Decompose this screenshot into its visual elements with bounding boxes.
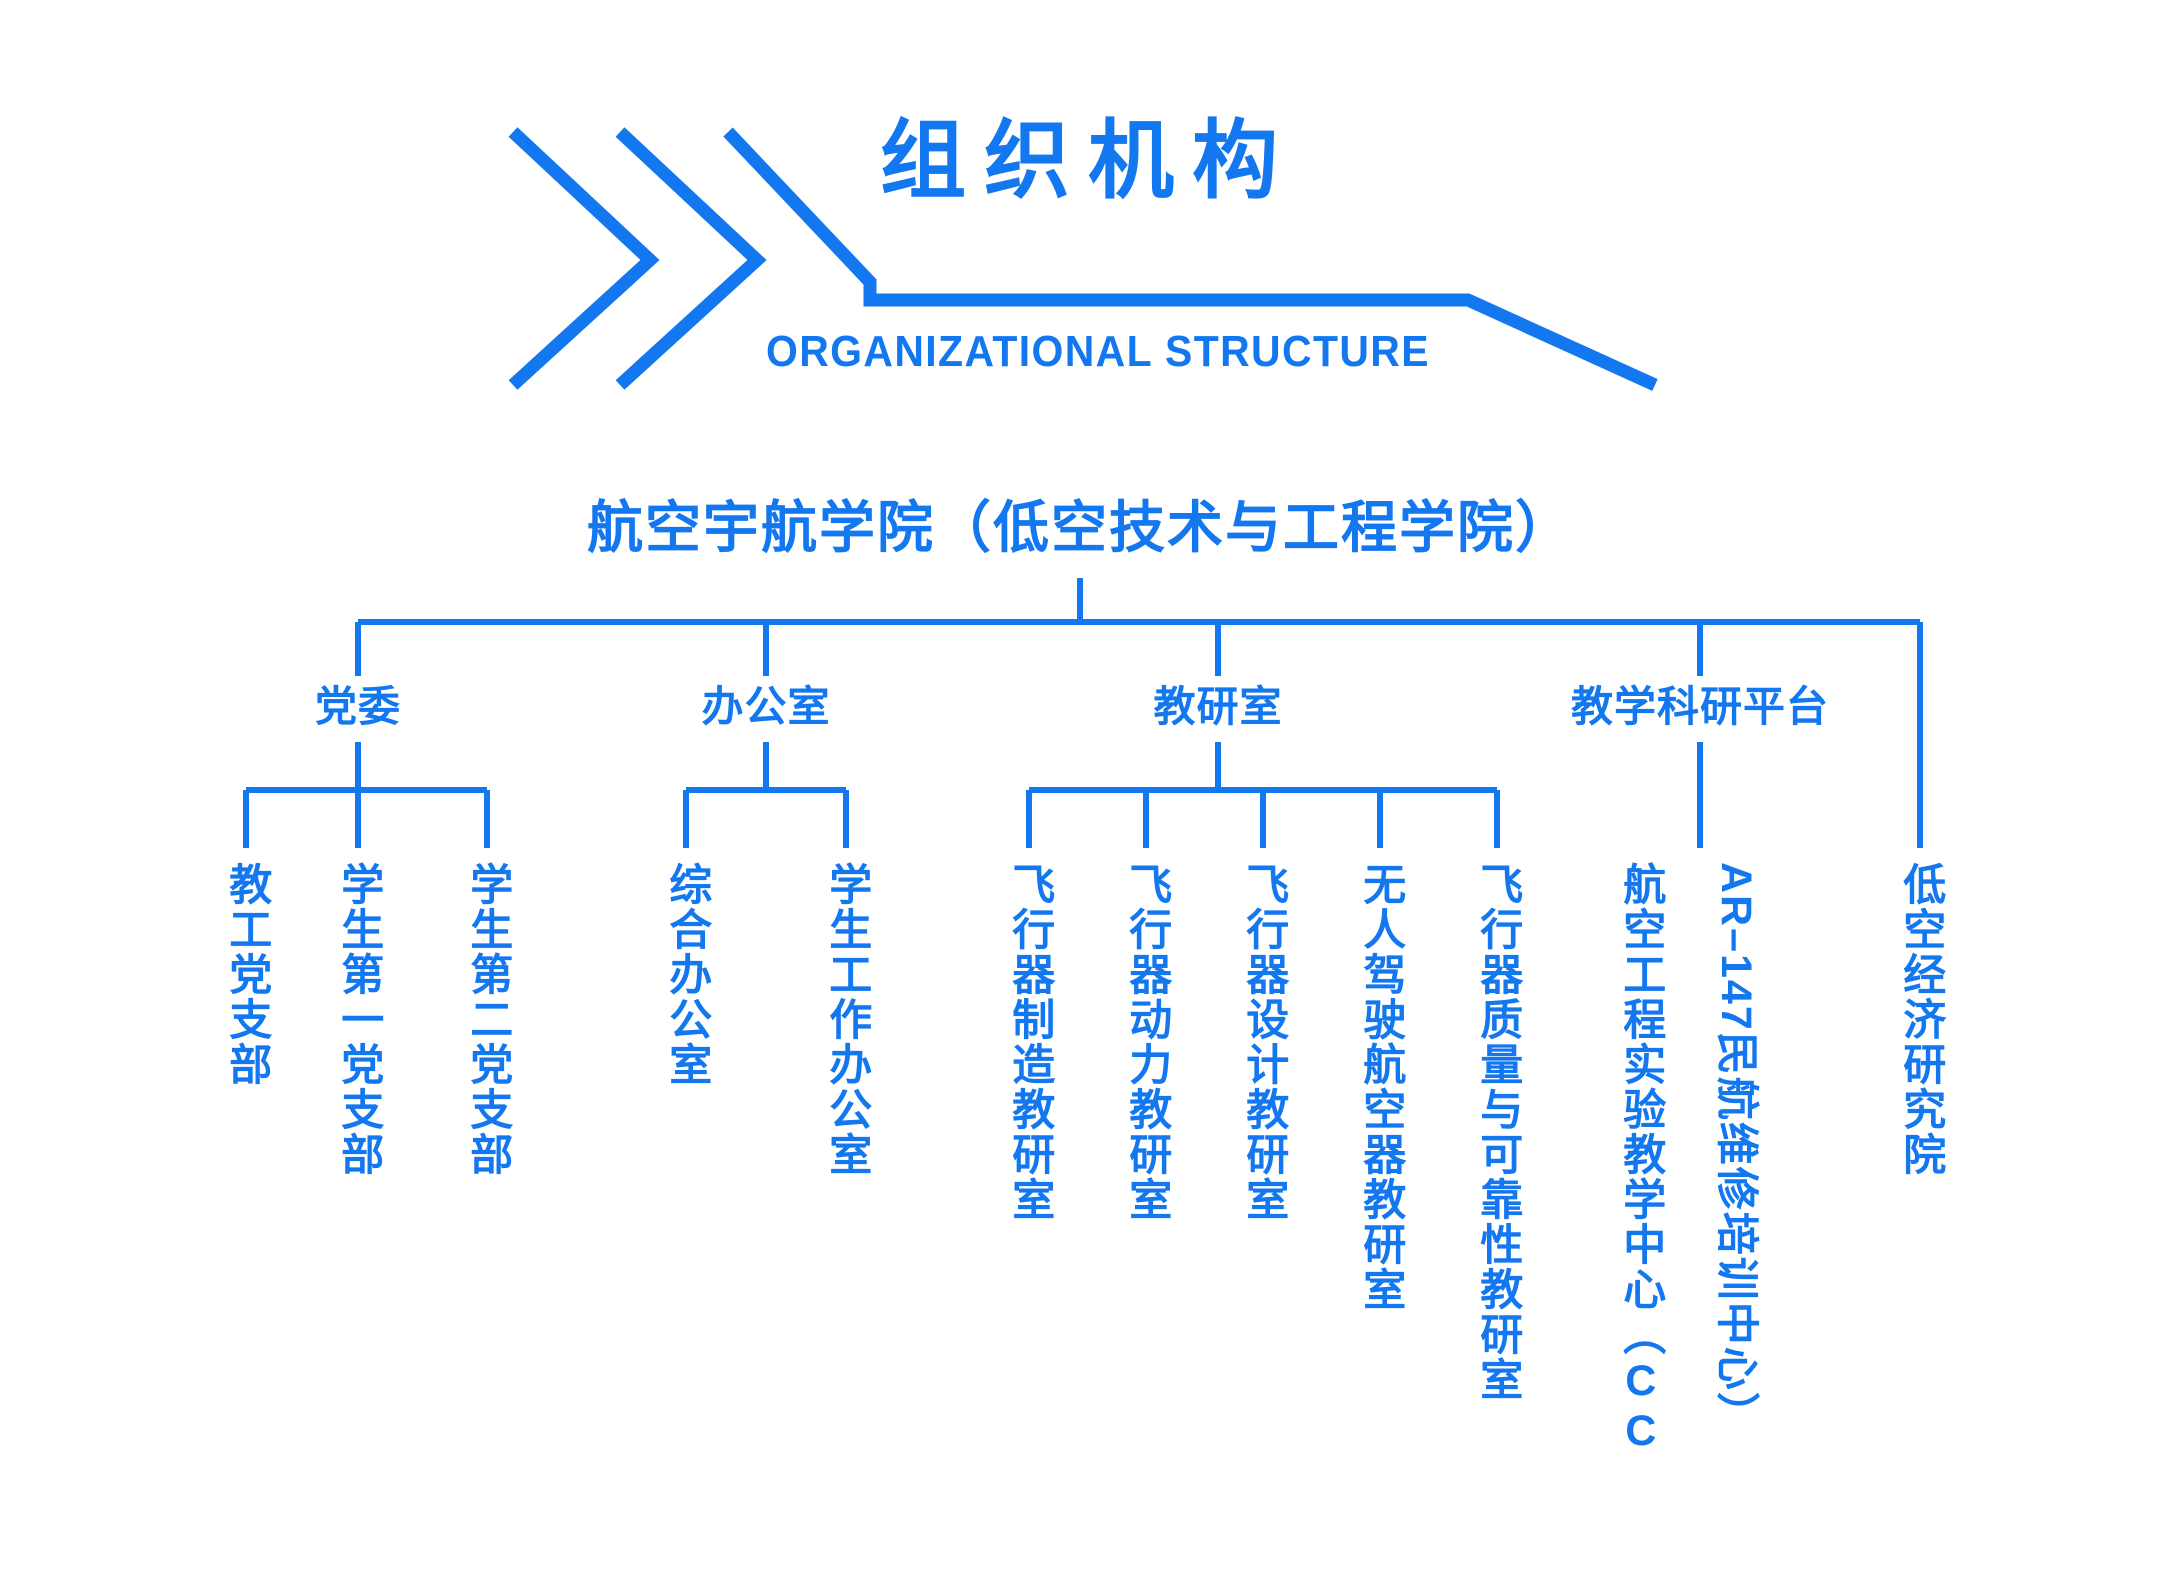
org-leaf-student-affairs-office[interactable]: 学生工作办公室 — [822, 862, 871, 1177]
org-leaf-general-office[interactable]: 综合办公室 — [662, 862, 711, 1087]
header-decoration-svg — [508, 127, 1658, 391]
org-node-office[interactable]: 办公室 — [701, 683, 831, 730]
org-node-teaching-research-platform[interactable]: 教学科研平台 — [1570, 683, 1830, 730]
double-chevron-right-icon — [508, 127, 767, 390]
org-leaf-aircraft-manufacturing[interactable]: 飞行器制造教研室 — [1005, 862, 1054, 1222]
org-node-teaching-research-section[interactable]: 教研室 — [1153, 683, 1283, 730]
org-leaf-aircraft-propulsion[interactable]: 飞行器动力教研室 — [1122, 862, 1171, 1222]
org-leaf-ar147-maintenance-training-center[interactable]: AR–147民航维修培训中心） — [1711, 862, 1760, 1437]
org-leaf-faculty-party-branch[interactable]: 教工党支部 — [222, 862, 271, 1087]
org-leaf-aircraft-design[interactable]: 飞行器设计教研室 — [1239, 862, 1288, 1222]
header-banner: 组织机构 ORGANIZATIONAL STRUCTURE — [0, 0, 2160, 430]
org-leaf-aviation-engineering-lab-center[interactable]: 航空工程实验教学中心（CC — [1616, 862, 1665, 1457]
page-subtitle: ORGANIZATIONAL STRUCTURE — [766, 327, 1430, 376]
org-node-party-committee[interactable]: 党委 — [314, 683, 402, 730]
org-leaf-low-altitude-economy-institute[interactable]: 低空经济研究院 — [1896, 862, 1945, 1177]
org-leaf-student-party-branch-1[interactable]: 学生第一党支部 — [334, 862, 383, 1177]
org-leaf-unmanned-aircraft[interactable]: 无人驾驶航空器教研室 — [1356, 862, 1405, 1312]
header-underline-polyline — [723, 127, 1658, 391]
org-leaf-student-party-branch-2[interactable]: 学生第二党支部 — [463, 862, 512, 1177]
page-title: 组织机构 — [880, 113, 1296, 209]
org-leaf-aircraft-quality-reliability[interactable]: 飞行器质量与可靠性教研室 — [1473, 862, 1522, 1402]
org-node-root[interactable]: 航空宇航学院（低空技术与工程学院） — [587, 496, 1573, 559]
